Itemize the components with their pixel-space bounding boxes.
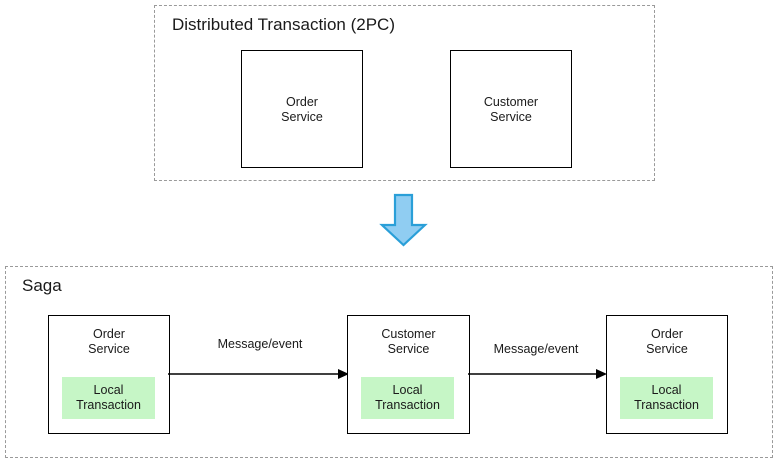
box-label-saga-order-service-2: Order Service	[646, 327, 688, 356]
connector-arrow-1	[168, 366, 350, 382]
box-saga-customer-service[interactable]: Customer Service Local Transaction	[347, 315, 470, 434]
group-distributed-transaction	[154, 5, 655, 181]
box-order-service-2pc[interactable]: Order Service	[241, 50, 363, 168]
group-saga	[5, 266, 773, 458]
box-saga-order-service-2[interactable]: Order Service Local Transaction	[606, 315, 728, 434]
box-label-saga-customer-service: Customer Service	[381, 327, 436, 356]
box-label-customer-service-2pc: Customer Service	[483, 95, 539, 124]
connector-label-1: Message/event	[217, 337, 303, 351]
connector-label-2: Message/event	[493, 342, 579, 356]
box-label-order-service-2pc: Order Service	[281, 95, 323, 124]
box-customer-service-2pc[interactable]: Customer Service	[450, 50, 572, 168]
down-arrow-icon	[379, 193, 428, 248]
group-title-distributed-transaction: Distributed Transaction (2PC)	[172, 15, 395, 34]
connector-arrow-2	[468, 366, 608, 382]
box-saga-order-service-1[interactable]: Order Service Local Transaction	[48, 315, 170, 434]
box-label-saga-order-service-1: Order Service	[88, 327, 130, 356]
local-transaction-chip-3: Local Transaction	[620, 377, 713, 419]
local-transaction-chip-2: Local Transaction	[361, 377, 454, 419]
local-transaction-chip-1: Local Transaction	[62, 377, 155, 419]
group-title-saga: Saga	[22, 276, 62, 295]
